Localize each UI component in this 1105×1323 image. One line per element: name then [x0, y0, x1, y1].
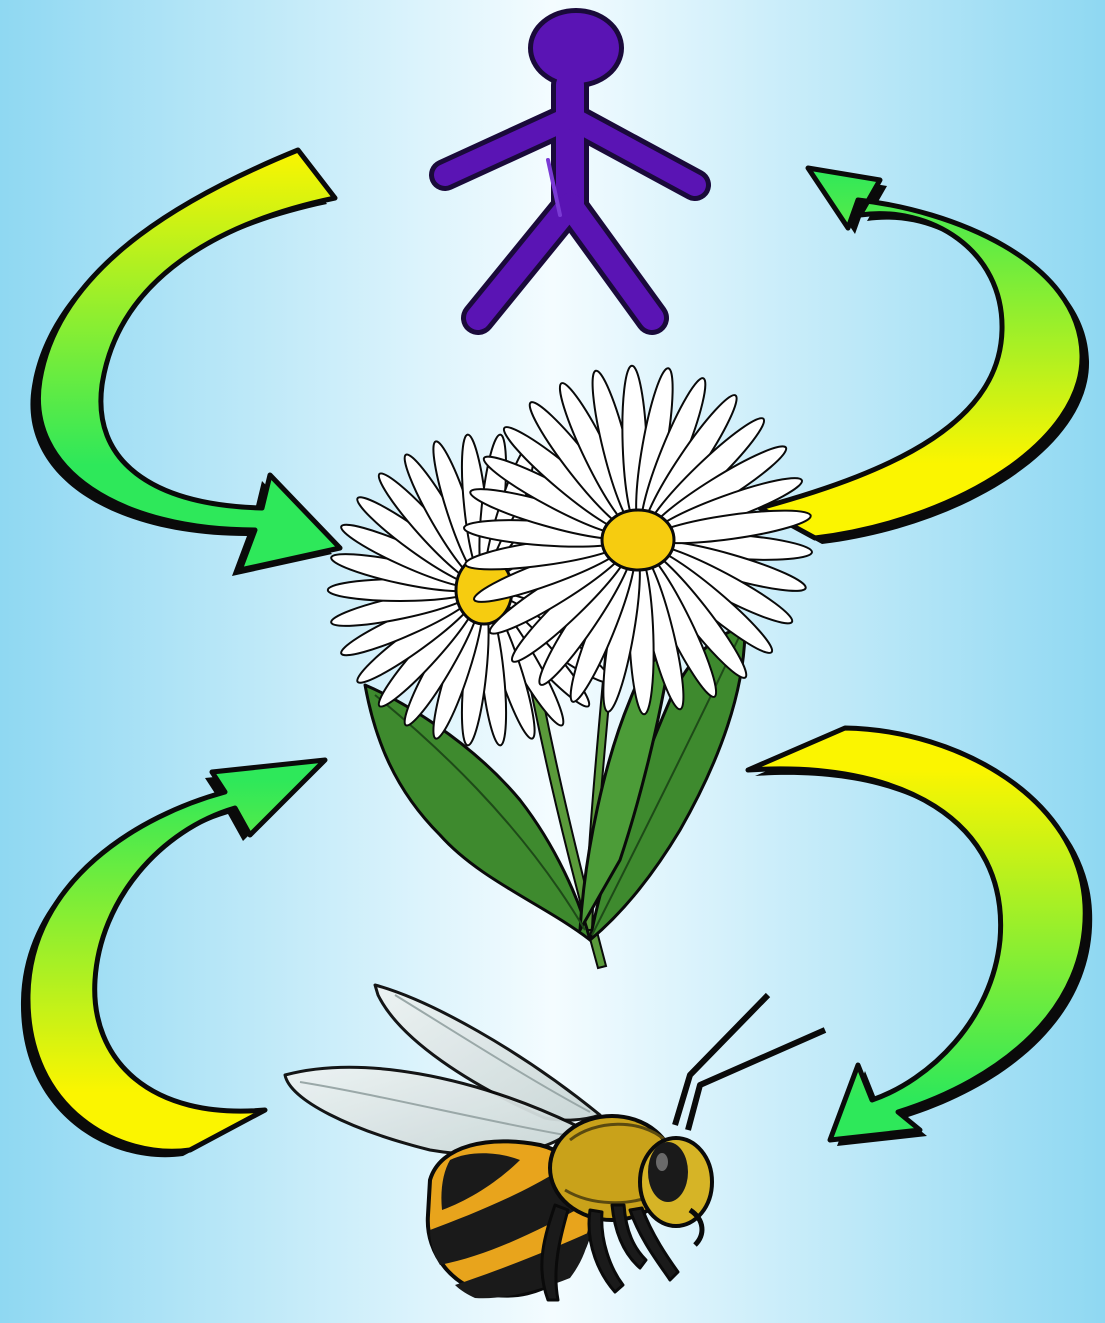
bee-eye: [648, 1142, 688, 1202]
daisy-center: [602, 510, 674, 570]
